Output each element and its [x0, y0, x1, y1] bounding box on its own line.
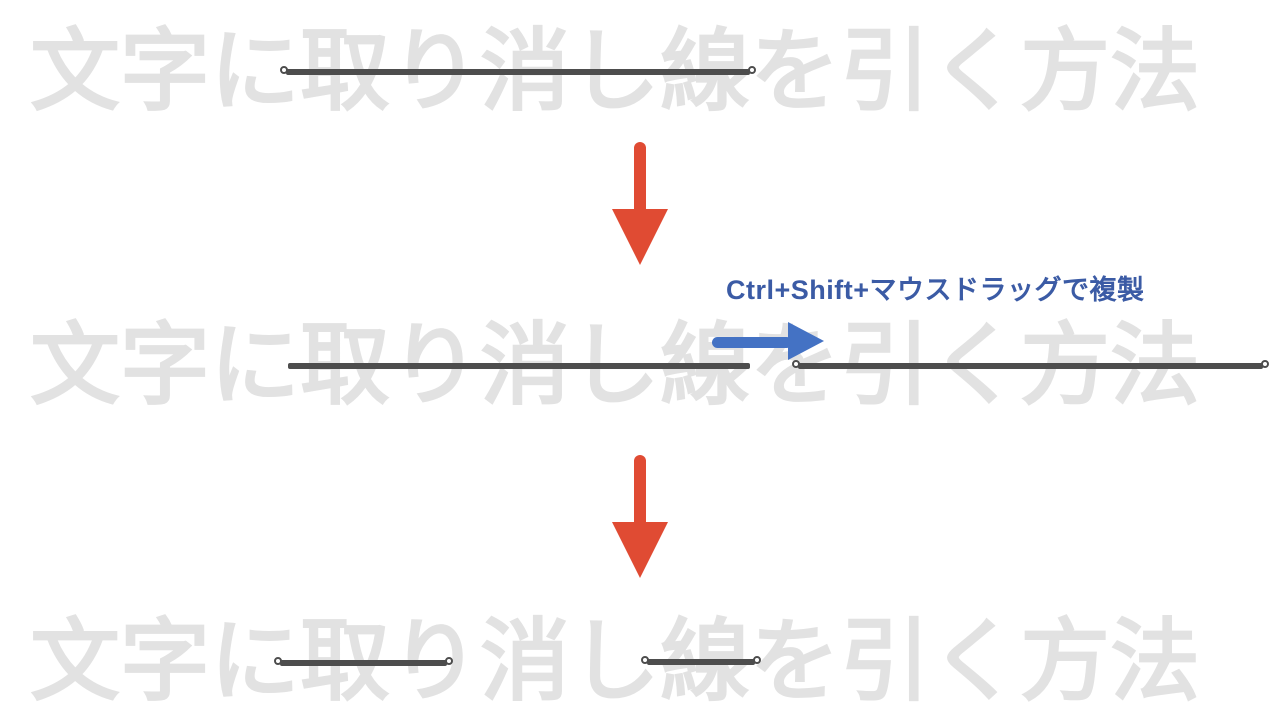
strikethrough-line-short-2: [641, 656, 761, 665]
red-down-arrow-icon: [612, 142, 668, 265]
duplicate-shortcut-label: Ctrl+Shift+マウスドラッグで複製: [726, 275, 1145, 305]
strikethrough-line-step1: [280, 66, 756, 75]
arrow-shaft: [712, 337, 792, 348]
line-endpoint-handle: [792, 360, 800, 368]
arrow-shaft: [634, 142, 646, 214]
strikethrough-line-short-1: [274, 657, 453, 666]
strikethrough-line-original: [288, 363, 750, 369]
watermark-title-row-3: 文字に取り消し線を引く方法: [30, 612, 1200, 712]
blue-right-arrow-icon: [712, 322, 824, 360]
line-endpoint-handle: [748, 66, 756, 74]
arrow-head: [788, 322, 824, 360]
arrow-shaft: [634, 455, 646, 527]
line-endpoint-handle: [445, 657, 453, 665]
strikethrough-line-duplicate: [792, 360, 1269, 369]
arrow-head: [612, 209, 668, 265]
arrow-head: [612, 522, 668, 578]
line-endpoint-handle: [641, 656, 649, 664]
line-endpoint-handle: [274, 657, 282, 665]
line-endpoint-handle: [1261, 360, 1269, 368]
red-down-arrow-icon: [612, 455, 668, 578]
line-endpoint-handle: [753, 656, 761, 664]
line-endpoint-handle: [280, 66, 288, 74]
